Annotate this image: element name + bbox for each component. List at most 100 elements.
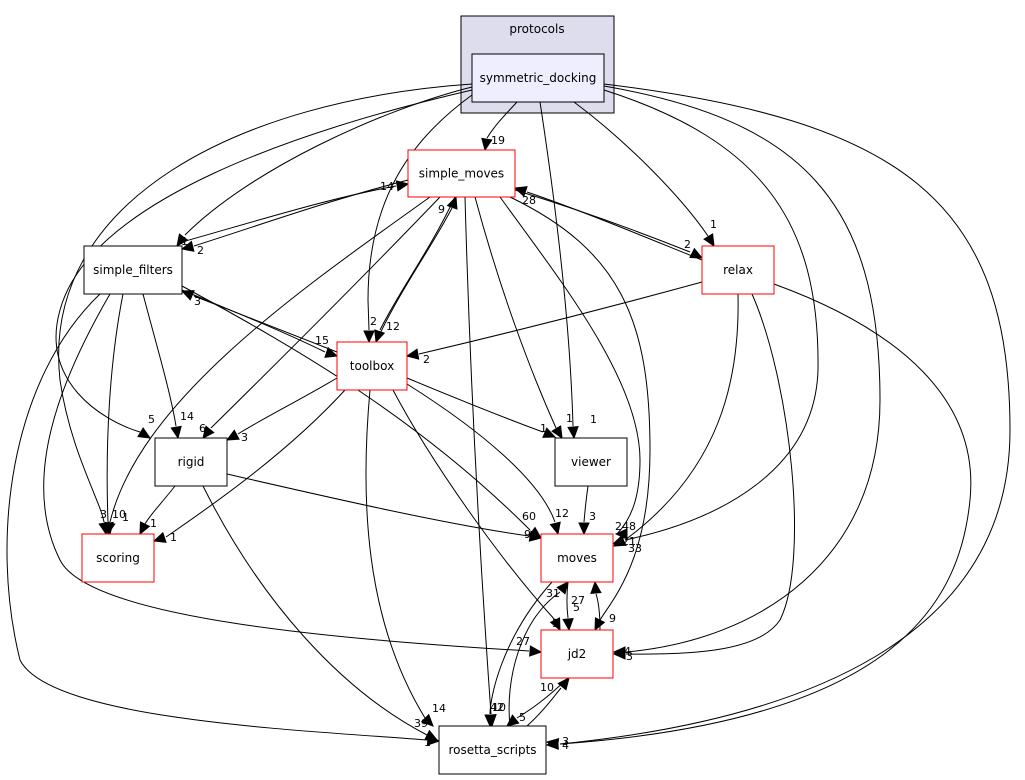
- node-toolbox[interactable]: toolbox: [336, 341, 408, 391]
- edge-count-label[interactable]: 12: [555, 507, 569, 520]
- node-rosetta-scripts[interactable]: rosetta_scripts: [438, 725, 547, 775]
- edge-count-label[interactable]: 39: [414, 717, 428, 730]
- edge-simple_moves-to-simple_filters[interactable]: [180, 179, 409, 252]
- edge-toolbox-to-simple_filters[interactable]: [180, 290, 338, 353]
- edge-count-label[interactable]: 5: [519, 711, 526, 724]
- edge-count-label[interactable]: 12: [386, 320, 400, 333]
- edge-symmetric_docking-to-simple_moves[interactable]: [481, 101, 518, 152]
- edge-count-label[interactable]: 1: [424, 736, 431, 749]
- edge-simple_filters-to-simple_moves[interactable]: [181, 180, 410, 243]
- edge-count-label[interactable]: 5: [552, 617, 559, 630]
- edge-toolbox-to-moves[interactable]: [406, 383, 561, 536]
- edge-count-label[interactable]: 1: [150, 517, 157, 530]
- edge-count-label[interactable]: 248: [615, 520, 636, 533]
- edge-relax-to-jd2[interactable]: [612, 293, 795, 660]
- edge-simple_filters-to-moves[interactable]: [181, 285, 542, 539]
- edge-count-label[interactable]: 4: [562, 739, 569, 752]
- edge-symmetric_docking-to-toolbox[interactable]: [363, 94, 473, 344]
- edge-count-label[interactable]: 1: [566, 412, 573, 425]
- edge-count-label[interactable]: 6: [199, 422, 206, 435]
- edge-count-label[interactable]: 1: [710, 218, 717, 231]
- edge-toolbox-to-jd2[interactable]: [392, 389, 561, 632]
- edge-relax-to-rosetta_scripts[interactable]: [545, 283, 972, 750]
- edge-symmetric_docking-to-simple_filters[interactable]: [176, 86, 473, 247]
- edge-count-label[interactable]: 27: [516, 635, 530, 648]
- edge-relax-to-moves[interactable]: [612, 293, 739, 547]
- edge-count-label[interactable]: 4: [624, 645, 631, 658]
- edge-count-label[interactable]: 2: [423, 353, 430, 366]
- edge-count-label[interactable]: 14: [180, 410, 194, 423]
- edge-count-label[interactable]: 42: [490, 701, 504, 714]
- edge-count-label[interactable]: 19: [491, 134, 505, 147]
- edge-moves-to-jd2[interactable]: [562, 581, 574, 632]
- edge-count-label[interactable]: 9: [524, 528, 531, 541]
- node-simple-moves[interactable]: simple_moves: [407, 149, 516, 198]
- edge-count-label[interactable]: 1: [122, 511, 129, 524]
- edge-count-label[interactable]: 10: [112, 508, 126, 521]
- edge-count-label[interactable]: 14: [380, 180, 394, 193]
- edge-count-label[interactable]: 2: [370, 315, 377, 328]
- node-simple-filters[interactable]: simple_filters: [83, 245, 183, 295]
- edge-line: [202, 485, 428, 736]
- edge-count-label[interactable]: 3: [100, 508, 107, 521]
- edge-toolbox-to-viewer[interactable]: [406, 377, 557, 438]
- edge-symmetric_docking-to-relax[interactable]: [573, 101, 715, 248]
- edge-count-label[interactable]: 1: [540, 422, 547, 435]
- node-jd2[interactable]: jd2: [540, 629, 614, 679]
- edge-count-label[interactable]: 1: [590, 413, 597, 426]
- edge-rigid-to-rosetta_scripts[interactable]: [202, 485, 439, 741]
- edge-count-label[interactable]: 33: [628, 542, 642, 555]
- edge-rigid-to-scoring[interactable]: [139, 485, 176, 536]
- edge-simple_moves-to-relax[interactable]: [514, 189, 704, 259]
- edge-count-label[interactable]: 3: [626, 650, 633, 663]
- edge-count-label[interactable]: 21: [622, 535, 636, 548]
- edge-count-label[interactable]: 9: [438, 203, 445, 216]
- edge-rosetta_scripts-to-jd2[interactable]: [526, 677, 570, 727]
- edge-simple_filters-to-jd2[interactable]: [43, 293, 543, 657]
- edge-count-label[interactable]: 2: [684, 238, 691, 251]
- edge-count-label[interactable]: 15: [315, 334, 329, 347]
- edge-count-label[interactable]: 60: [522, 510, 536, 523]
- node-viewer[interactable]: viewer: [554, 437, 628, 487]
- edge-toolbox-to-rosetta_scripts[interactable]: [365, 389, 434, 727]
- edge-relax-to-simple_moves[interactable]: [513, 186, 703, 261]
- edge-count-label[interactable]: 2: [197, 244, 204, 257]
- edge-moves-to-rosetta_scripts[interactable]: [484, 581, 553, 728]
- edge-count-label[interactable]: 9: [609, 612, 616, 625]
- edge-symmetric_docking-to-rosetta_scripts[interactable]: [545, 83, 1011, 750]
- edge-toolbox-to-simple_moves[interactable]: [375, 195, 458, 343]
- edge-toolbox-to-rigid[interactable]: [225, 377, 338, 441]
- edge-viewer-to-moves[interactable]: [578, 485, 590, 536]
- edge-simple_moves-to-viewer[interactable]: [474, 196, 563, 440]
- edge-rosetta_scripts-to-moves[interactable]: [508, 581, 569, 727]
- edge-count-label[interactable]: 1: [170, 531, 177, 544]
- edge-count-label[interactable]: 27: [571, 594, 585, 607]
- edge-simple_filters-to-rigid[interactable]: [142, 293, 182, 440]
- edge-simple_filters-to-scoring[interactable]: [102, 293, 124, 536]
- edge-count-label[interactable]: 28: [522, 194, 536, 207]
- node-rigid[interactable]: rigid: [154, 437, 228, 487]
- edge-simple_moves-to-rigid[interactable]: [202, 196, 441, 439]
- node-moves[interactable]: moves: [540, 533, 614, 583]
- edge-jd2-to-moves[interactable]: [590, 580, 602, 631]
- edge-toolbox-to-scoring[interactable]: [152, 389, 346, 543]
- edge-count-label[interactable]: 1: [181, 235, 188, 248]
- node-symmetric-docking[interactable]: symmetric_docking: [471, 53, 605, 103]
- edge-count-label[interactable]: 3: [194, 295, 201, 308]
- edge-count-label[interactable]: 3: [562, 735, 569, 748]
- edge-count-label[interactable]: 3: [241, 431, 248, 444]
- edge-count-label[interactable]: 3: [589, 510, 596, 523]
- edge-rigid-to-moves[interactable]: [226, 473, 543, 542]
- edge-count-label[interactable]: 31: [546, 587, 560, 600]
- node-relax[interactable]: relax: [701, 245, 775, 295]
- edge-jd2-to-rosetta_scripts[interactable]: [506, 677, 569, 727]
- edge-count-label[interactable]: 5: [148, 413, 155, 426]
- edge-count-label[interactable]: 10: [492, 701, 506, 714]
- edge-symmetric_docking-to-viewer[interactable]: [539, 101, 579, 440]
- edge-relax-to-toolbox[interactable]: [405, 281, 703, 360]
- edge-symmetric_docking-to-moves[interactable]: [603, 89, 819, 546]
- node-scoring[interactable]: scoring: [81, 533, 155, 583]
- edge-count-label[interactable]: 14: [432, 702, 446, 715]
- edge-count-label[interactable]: 10: [540, 681, 554, 694]
- edge-count-label[interactable]: 5: [573, 601, 580, 614]
